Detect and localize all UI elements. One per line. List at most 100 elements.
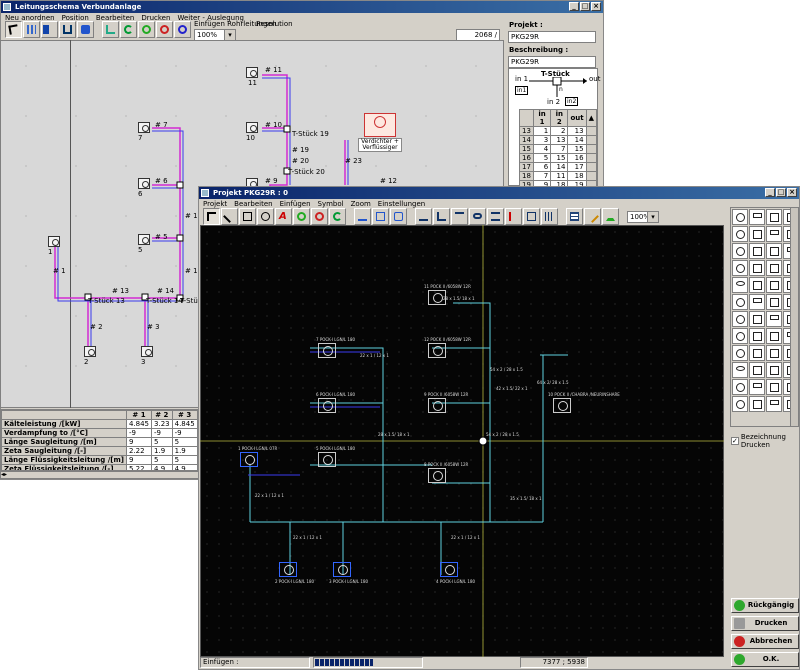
- palette-symbol[interactable]: [749, 345, 765, 361]
- minimize-button[interactable]: _: [569, 2, 579, 11]
- palette-symbol[interactable]: [749, 209, 765, 225]
- front-zoom-select[interactable]: 100%: [627, 210, 659, 223]
- menu-zoom[interactable]: Zoom: [350, 200, 371, 208]
- front-sym8-button[interactable]: [541, 208, 558, 225]
- tpiece-scroll-cell[interactable]: [585, 144, 598, 154]
- front-upload-button[interactable]: [602, 208, 619, 225]
- design-node-10[interactable]: [553, 398, 571, 413]
- rotate-tool-button[interactable]: [120, 21, 137, 38]
- palette-symbol[interactable]: [766, 209, 782, 225]
- data-cell[interactable]: 9: [125, 437, 153, 447]
- evaporator-2[interactable]: [84, 346, 96, 357]
- menu-front-bearbeiten[interactable]: Bearbeiten: [234, 200, 273, 208]
- front-valve-button[interactable]: [390, 208, 407, 225]
- data-cell[interactable]: 4.845: [171, 419, 198, 429]
- evaporator-5[interactable]: [138, 234, 150, 245]
- menu-projekt[interactable]: Projekt: [203, 200, 228, 208]
- data-row[interactable]: Zeta Saugleitung /[-]2.221.91.91.9: [1, 446, 199, 456]
- data-table-scrollbar[interactable]: ◂▸: [0, 471, 200, 479]
- design-node-2[interactable]: [279, 562, 297, 577]
- zoom-fit-button[interactable]: [174, 21, 191, 38]
- zoom-out-button[interactable]: [156, 21, 173, 38]
- palette-symbol[interactable]: [749, 277, 765, 293]
- palette-symbol[interactable]: [732, 260, 748, 276]
- pipe-tool-button[interactable]: [102, 21, 119, 38]
- evaporator-10[interactable]: [246, 122, 258, 133]
- front-close-button[interactable]: ×: [787, 188, 797, 197]
- palette-symbol[interactable]: [766, 294, 782, 310]
- data-cell[interactable]: -9: [125, 428, 153, 438]
- tpiece-scroll-cell[interactable]: [585, 171, 598, 181]
- design-node-4[interactable]: [440, 562, 458, 577]
- evaporator-11[interactable]: [246, 67, 258, 78]
- palette-symbol[interactable]: [766, 243, 782, 259]
- data-cell[interactable]: 1.9: [171, 446, 198, 456]
- design-node-3[interactable]: [333, 562, 351, 577]
- palette-symbol[interactable]: [766, 311, 782, 327]
- front-pipe1-button[interactable]: [354, 208, 371, 225]
- data-cell[interactable]: 5: [151, 437, 173, 447]
- palette-symbol[interactable]: [766, 379, 782, 395]
- data-row[interactable]: Zeta Flüssigkeitsleitung /[-]5.224.94.94…: [1, 464, 199, 470]
- connect-tool-button[interactable]: [41, 21, 58, 38]
- front-rotate-button[interactable]: [329, 208, 346, 225]
- design-node-11[interactable]: [428, 290, 446, 305]
- data-cell[interactable]: 5: [171, 437, 198, 447]
- front-select-button[interactable]: [203, 208, 220, 225]
- zoom-in-button[interactable]: [138, 21, 155, 38]
- tree-tool-button[interactable]: [59, 21, 76, 38]
- front-sym3-button[interactable]: [451, 208, 468, 225]
- cancel-button[interactable]: Abbrechen: [731, 634, 799, 649]
- ok-button[interactable]: O.K.: [731, 652, 799, 667]
- tpiece-scroll-up[interactable]: ▲: [585, 109, 598, 127]
- front-sym6-button[interactable]: [505, 208, 522, 225]
- palette-symbol[interactable]: [732, 243, 748, 259]
- data-cell[interactable]: -9: [171, 428, 198, 438]
- front-minimize-button[interactable]: _: [765, 188, 775, 197]
- palette-symbol[interactable]: [732, 209, 748, 225]
- data-cell[interactable]: 4.9: [171, 464, 198, 470]
- print-labels-checkbox[interactable]: ✓: [731, 437, 739, 445]
- project-field[interactable]: PKG29R: [508, 31, 596, 43]
- menu-position[interactable]: Position: [61, 14, 89, 22]
- palette-symbol[interactable]: [749, 328, 765, 344]
- maximize-button[interactable]: □: [580, 2, 590, 11]
- tpiece-scroll-cell[interactable]: [585, 162, 598, 172]
- front-sym1-button[interactable]: [415, 208, 432, 225]
- node-tool-button[interactable]: [23, 21, 40, 38]
- data-row[interactable]: Länge Saugleitung /[m]9555: [1, 437, 199, 447]
- palette-symbol[interactable]: [732, 294, 748, 310]
- design-node-1[interactable]: [240, 452, 258, 467]
- palette-symbol[interactable]: [732, 226, 748, 242]
- data-cell[interactable]: 9: [125, 455, 153, 465]
- data-cell[interactable]: 4.845: [125, 419, 153, 429]
- palette-symbol[interactable]: [732, 311, 748, 327]
- menu-bearbeiten[interactable]: Bearbeiten: [95, 14, 135, 22]
- palette-symbol[interactable]: [732, 328, 748, 344]
- front-text-button[interactable]: A: [275, 208, 292, 225]
- palette-symbol[interactable]: [732, 396, 748, 412]
- design-node-12[interactable]: [428, 343, 446, 358]
- design-node-5[interactable]: [318, 452, 336, 467]
- front-zoom-out-button[interactable]: [311, 208, 328, 225]
- compressor-unit[interactable]: [364, 113, 396, 137]
- design-node-8[interactable]: [428, 468, 446, 483]
- palette-scrollbar[interactable]: [790, 207, 799, 427]
- data-cell[interactable]: 1.9: [151, 446, 173, 456]
- tpiece-scroll-cell[interactable]: [585, 153, 598, 163]
- palette-symbol[interactable]: [749, 243, 765, 259]
- undo-button[interactable]: Rückgängig: [731, 598, 799, 613]
- front-circle-button[interactable]: [257, 208, 274, 225]
- evaporator-1[interactable]: [48, 236, 60, 247]
- data-cell[interactable]: -9: [151, 428, 173, 438]
- front-window-titlebar[interactable]: Projekt PKG29R : 0 _□×: [199, 187, 799, 199]
- front-sym5-button[interactable]: [487, 208, 504, 225]
- back-window-titlebar[interactable]: Leitungsschema Verbundanlage _□×: [1, 1, 603, 13]
- palette-symbol[interactable]: [766, 226, 782, 242]
